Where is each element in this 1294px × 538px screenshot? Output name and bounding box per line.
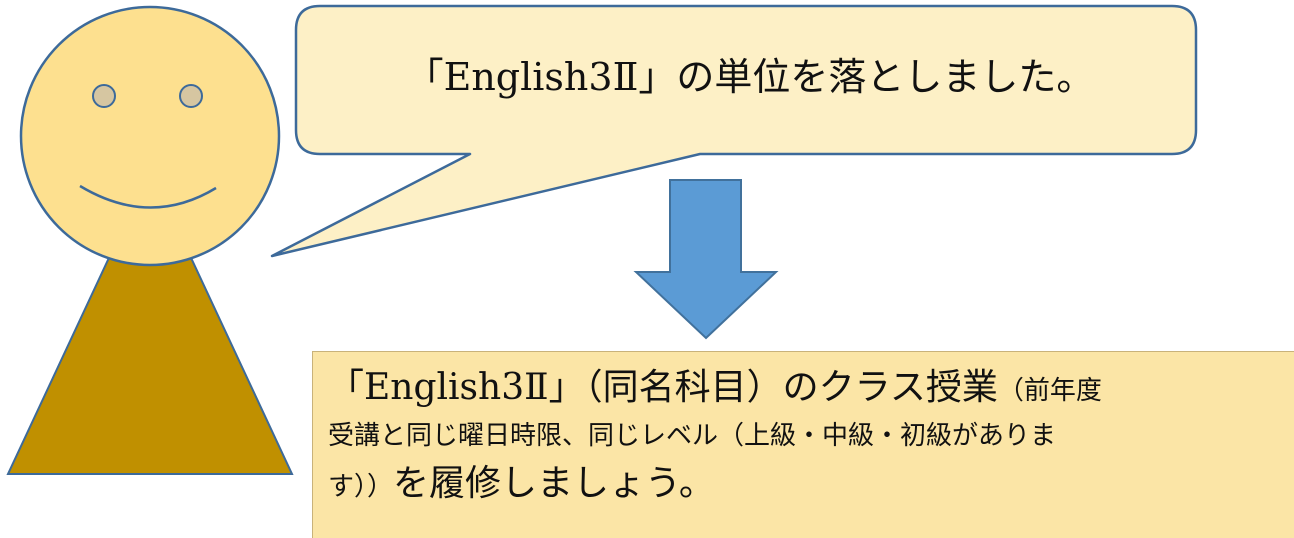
speech-message: 」の単位を落としました。 <box>638 55 1095 99</box>
advice-note-end: す）） <box>328 472 394 502</box>
right-eye-icon <box>179 84 203 108</box>
advice-conclusion: を履修しましょう。 <box>393 463 715 504</box>
advice-line-1: 「English3Ⅱ」（同名科目）のクラス授業（前年度 <box>328 364 1288 412</box>
speech-bubble-icon <box>270 4 1198 258</box>
advice-line-3: す））を履修しましょう。 <box>328 460 1288 508</box>
advice-open-bracket: 「 <box>328 367 365 408</box>
smile-icon <box>79 184 217 209</box>
speech-bubble-text: 「English3Ⅱ」の単位を落としました。 <box>300 52 1200 102</box>
advice-box <box>312 351 1294 538</box>
left-eye-icon <box>92 84 116 108</box>
speech-course-name: English3Ⅱ <box>443 55 639 99</box>
advice-note-start: （前年度 <box>997 376 1102 406</box>
down-arrow-icon <box>633 179 779 340</box>
person-body <box>6 167 294 475</box>
person-head <box>19 5 281 267</box>
speech-open-bracket: 「 <box>405 55 444 99</box>
advice-text: 「English3Ⅱ」（同名科目）のクラス授業（前年度 受講と同じ曜日時限、同じ… <box>328 364 1288 508</box>
advice-main-text: 」（同名科目）のクラス授業 <box>548 367 998 408</box>
advice-course-name: English3Ⅱ <box>364 367 549 408</box>
advice-line-2: 受講と同じ曜日時限、同じレベル（上級・中級・初級がありま <box>328 412 1288 460</box>
person-figure-icon <box>6 5 294 475</box>
advice-note-middle: 受講と同じ曜日時限、同じレベル（上級・中級・初級がありま <box>328 421 1057 451</box>
